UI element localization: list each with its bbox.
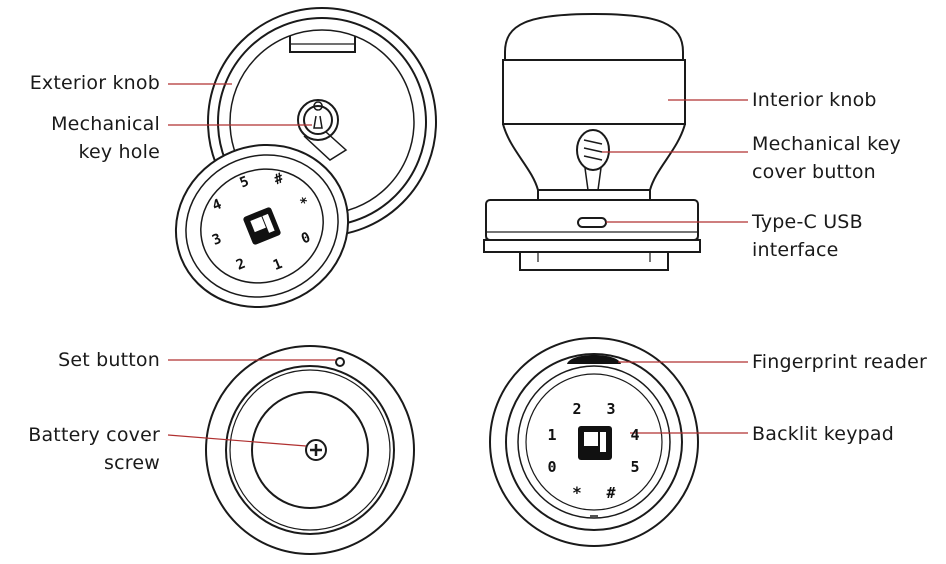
back-plate-drawing	[205, 345, 415, 555]
label-mechanical-key-cover-button: Mechanical key cover button	[752, 130, 901, 186]
label-text: cover button	[752, 161, 876, 183]
label-text: Type-C USB	[752, 211, 863, 233]
front-key: 5	[630, 458, 639, 476]
front-keypad-keys: 1 2 3 4 5 0 * #	[547, 400, 639, 502]
label-text: key hole	[78, 141, 160, 163]
label-set-button: Set button	[58, 346, 160, 374]
label-text: Battery cover	[28, 424, 160, 446]
mechanical-key-hole-drawing	[297, 99, 348, 161]
usb-c-port-drawing	[577, 217, 607, 228]
label-text: Set button	[58, 349, 160, 371]
label-text: screw	[104, 452, 160, 474]
front-keypad-drawing	[489, 337, 699, 547]
label-text: interface	[752, 239, 839, 261]
label-text: Fingerprint reader	[752, 351, 927, 373]
label-battery-cover-screw: Battery cover screw	[28, 421, 160, 477]
front-key: 0	[547, 458, 556, 476]
label-text: Mechanical key	[752, 133, 902, 155]
front-key: *	[572, 483, 582, 502]
front-key: 2	[572, 400, 581, 418]
front-key: 1	[547, 426, 556, 444]
label-mechanical-key-hole: Mechanical key hole	[51, 110, 160, 166]
interior-knob-drawing	[483, 12, 701, 271]
front-key: 3	[606, 400, 615, 418]
front-key: #	[606, 484, 615, 502]
label-interior-knob: Interior knob	[752, 86, 877, 114]
label-text: Interior knob	[752, 89, 877, 111]
tilted-keypad-drawing	[174, 143, 350, 309]
key-cover-button-drawing	[576, 129, 610, 191]
leader-lines	[167, 83, 748, 447]
label-type-c-usb-interface: Type-C USB interface	[752, 208, 863, 264]
label-exterior-knob: Exterior knob	[30, 69, 160, 97]
label-fingerprint-reader: Fingerprint reader	[752, 348, 927, 376]
label-text: Mechanical	[51, 113, 160, 135]
battery-cover-screw-drawing	[305, 439, 327, 461]
label-text: Exterior knob	[29, 72, 160, 94]
label-backlit-keypad: Backlit keypad	[752, 420, 894, 448]
label-text: Backlit keypad	[752, 423, 894, 445]
front-key: 4	[630, 426, 639, 444]
